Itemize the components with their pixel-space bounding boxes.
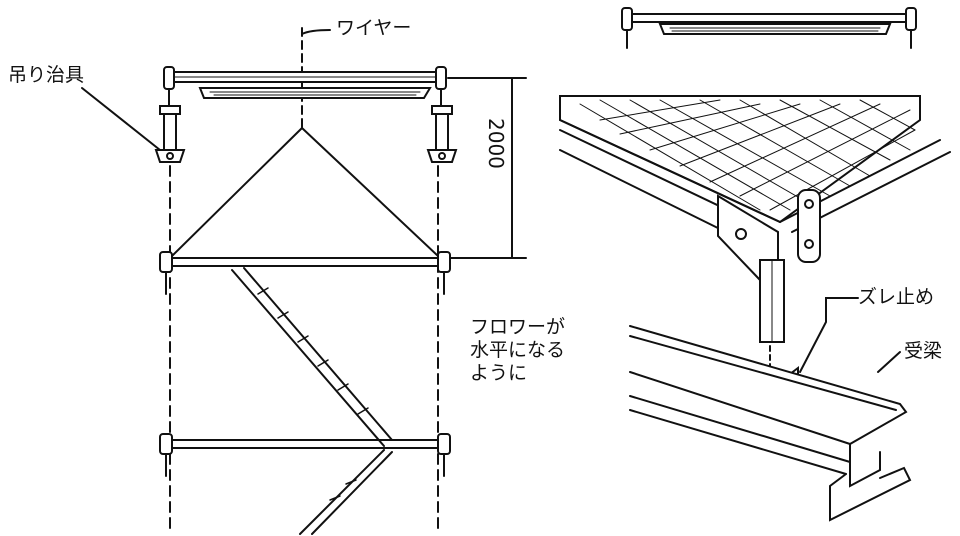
slip-stopper-label: ズレ止め [858,286,935,308]
floor-note-line-2: 水平になる [470,339,566,361]
left-assembly [81,27,527,535]
jig-left [154,105,186,163]
floor-note: フロワーが 水平になる ように [470,316,565,385]
receiving-beam-label: 受梁 [904,340,943,362]
floor-note-line-3: ように [470,362,528,384]
small-plank-icon [621,7,917,49]
jig-right [426,105,458,163]
detail-floor-on-beam [559,95,951,522]
hanging-jig-label: 吊り治具 [8,64,85,86]
floor-note-line-1: フロワーが [470,316,566,338]
dimension-label: 2000 [484,118,508,169]
wire-label: ワイヤー [336,17,412,39]
